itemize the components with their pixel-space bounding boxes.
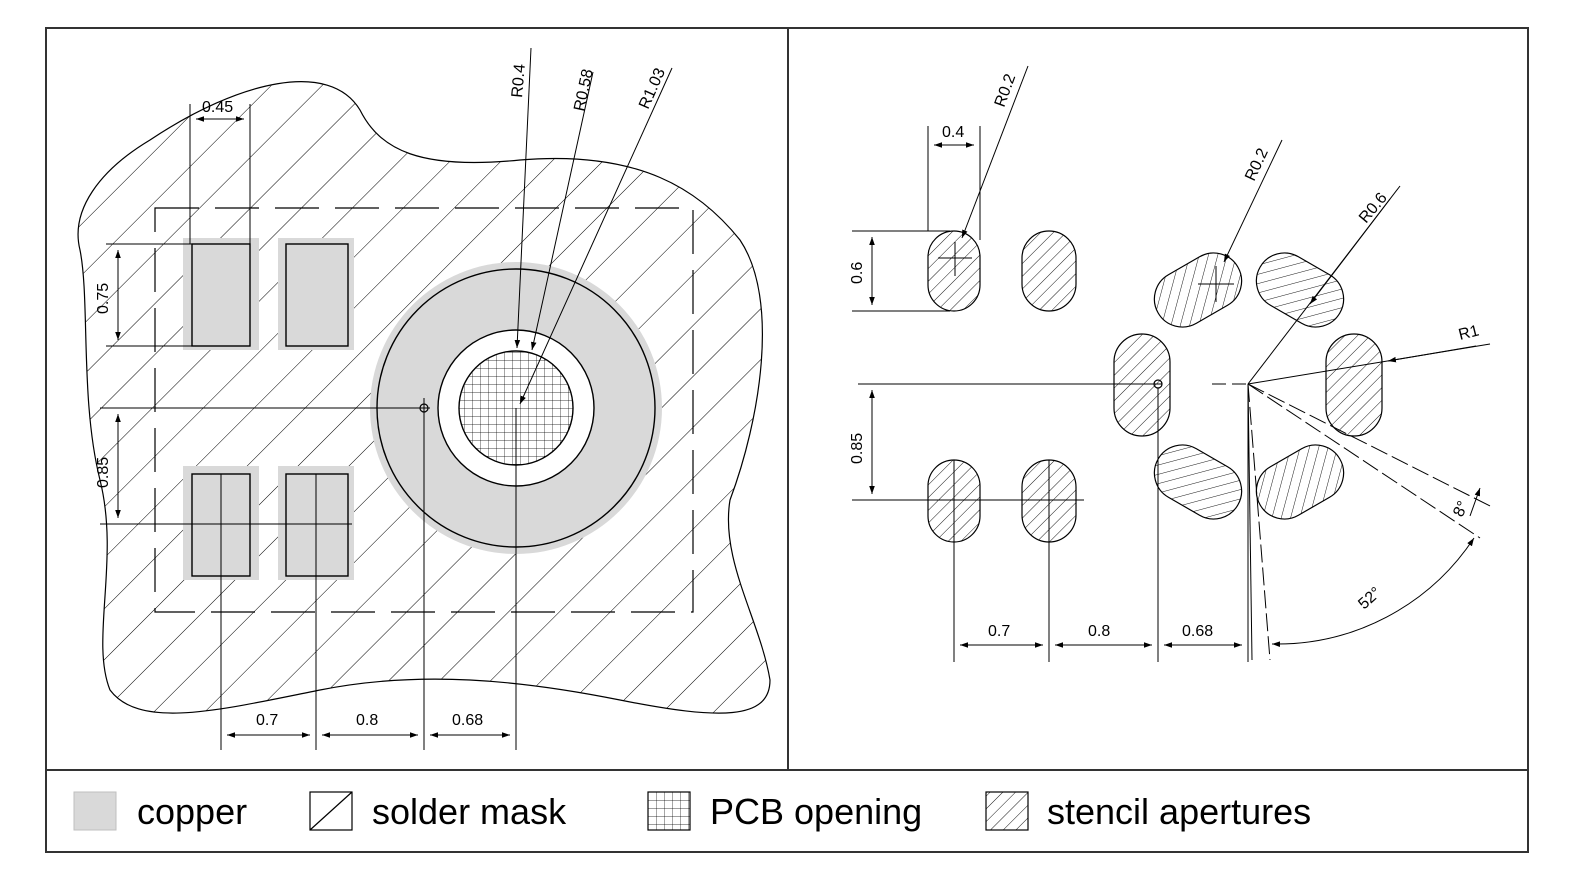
dim-bottom-3-right: 0.68	[1182, 623, 1213, 640]
copper-pad	[191, 243, 251, 347]
dim-radius-inner: R0.4	[509, 63, 529, 98]
stencil-aperture	[927, 230, 981, 312]
legend-pcb-opening: PCB opening	[710, 791, 922, 832]
dim-kidney-corner: R0.2	[1242, 146, 1272, 184]
dim-aperture-height: 0.6	[849, 262, 866, 284]
stencil-aperture	[1153, 444, 1243, 520]
dim-pad-width: 0.45	[202, 99, 233, 116]
dim-row-pitch: 0.85	[95, 457, 112, 488]
copper-swatch	[73, 791, 117, 831]
stencil-aperture	[1021, 230, 1077, 312]
dim-bottom-1: 0.7	[256, 712, 278, 729]
stencil-aperture	[1255, 444, 1345, 520]
dim-corner-radius: R0.2	[992, 72, 1020, 110]
legend: copper solder mask PCB opening stencil a…	[73, 791, 1311, 832]
dim-angle-small: 8°	[1450, 499, 1472, 520]
stencil-aperture	[1255, 252, 1345, 328]
dim-radius-outer: R1.03	[636, 66, 669, 112]
stencil-swatch	[985, 791, 1029, 831]
pcb-opening-swatch	[647, 791, 691, 831]
legend-copper: copper	[137, 791, 247, 832]
dim-row-pitch-right: 0.85	[849, 433, 866, 464]
right-panel: 0.4 0.6 0.85 R0.2 R0.2 R0.6 R1 8° 52°	[849, 65, 1495, 662]
solder-mask-swatch	[309, 791, 353, 831]
stencil-aperture	[1113, 333, 1171, 437]
dim-pad-height: 0.75	[95, 283, 112, 314]
dim-bottom-2-right: 0.8	[1088, 623, 1110, 640]
dim-bottom-3: 0.68	[452, 712, 483, 729]
stencil-aperture	[1153, 252, 1243, 328]
stencil-aperture	[1325, 333, 1383, 437]
copper-pad	[285, 243, 349, 347]
dim-angle-large: 52°	[1355, 584, 1384, 613]
dim-bottom-2: 0.8	[356, 712, 378, 729]
legend-solder-mask: solder mask	[372, 791, 567, 832]
legend-stencil-apertures: stencil apertures	[1047, 791, 1311, 832]
dim-kidney-radius: R0.6	[1356, 190, 1391, 227]
dim-outer-radius: R1	[1457, 322, 1481, 343]
left-panel: 0.45 0.75 0.85 0.7 0.8 0.68 R0.4 R0.58 R…	[77, 47, 771, 750]
dim-radius-mid: R0.58	[571, 67, 597, 112]
dim-aperture-width: 0.4	[942, 124, 964, 141]
dim-bottom-1-right: 0.7	[988, 623, 1010, 640]
copper-pad	[285, 473, 349, 577]
